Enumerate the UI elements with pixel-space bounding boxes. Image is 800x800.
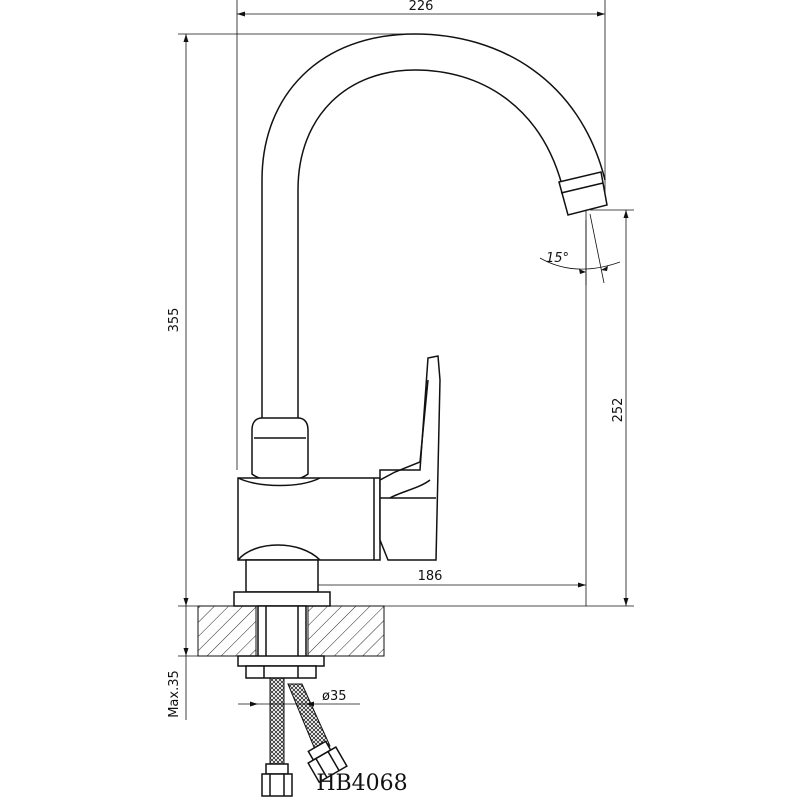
mounting-shank [237,605,325,679]
dimension-spout-angle: 15° [539,210,621,285]
faucet-body [237,477,381,561]
dimension-total-height: 355 [167,33,420,606]
spout [261,33,608,418]
dimension-mount-thickness: Max.35 [167,606,240,720]
dimension-spout-height: 252 [590,209,634,606]
aerator [558,171,608,216]
countertop-section [197,605,385,657]
dimension-label-total-reach: 226 [409,0,434,14]
lever-handle [379,355,441,561]
dimension-label-hole-diameter: ø35 [322,689,347,704]
dimension-label-mount-thickness: Max.35 [167,670,182,718]
base-ring [233,559,331,607]
dimension-spout-reach: 186 [278,220,587,606]
hose-fitting-left [265,763,289,775]
dimension-label-spout-reach: 186 [418,569,443,584]
dimension-label-spout-height: 252 [611,398,626,423]
dimension-label-spout-angle: 15° [546,251,569,266]
spout-collar [251,417,309,483]
dimension-total-reach: 226 [236,0,606,470]
dimension-label-total-height: 355 [167,308,182,333]
model-label: HB4068 [316,771,407,796]
supply-hoses [261,677,348,797]
